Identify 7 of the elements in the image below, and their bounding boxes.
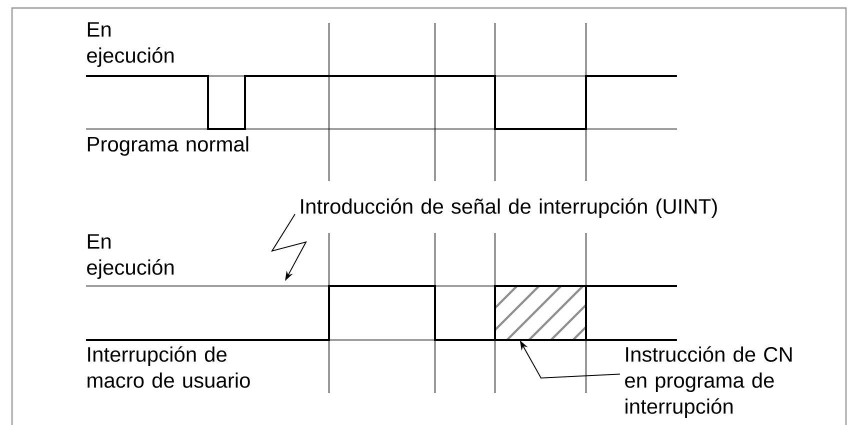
signal-label: En ejecución [87,234,174,279]
annotation-text: Introducción de señal de interrupción (UINT) [301,198,717,218]
signal-label: Interrupción de macro de usuario [88,346,250,388]
hatched-box [494,285,587,341]
signal-label: En ejecución [87,22,174,67]
annotation-text: Instrucción de CN en programa de interrupción [625,346,792,418]
signal-label: Programa normal [88,136,248,156]
